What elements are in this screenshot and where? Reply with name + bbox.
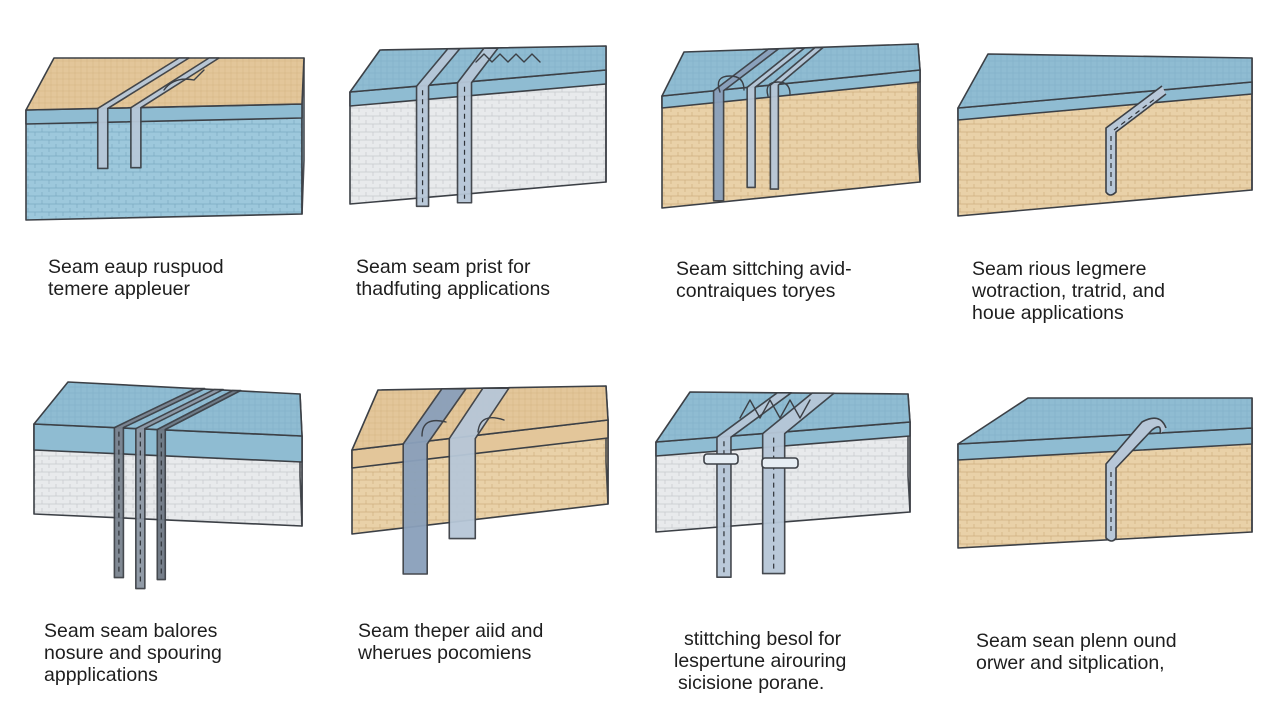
zigzag-stitch bbox=[475, 53, 541, 63]
caption-3-line-2: contraiques toryes bbox=[676, 280, 836, 302]
caption-2-line-1: Seam seam prist for bbox=[356, 256, 531, 278]
seam-hook bbox=[717, 75, 745, 93]
seam-strap-left bbox=[96, 57, 190, 170]
block-illustration-6 bbox=[351, 385, 609, 575]
seam-strap-right bbox=[769, 46, 824, 190]
seam-loop-strap bbox=[1105, 85, 1167, 196]
caption-8-line-1: Seam sean plenn ound bbox=[976, 630, 1177, 652]
seam-clip bbox=[761, 457, 799, 469]
caption-5-line-3: appplications bbox=[44, 664, 158, 686]
block-illustration-1 bbox=[25, 57, 305, 221]
caption-7-line-3: sicisione porane. bbox=[678, 672, 825, 694]
caption-3-line-1: Seam sittching avid- bbox=[676, 258, 852, 280]
block-illustration-5 bbox=[33, 381, 303, 590]
caption-2-line-2: thadfuting applications bbox=[356, 278, 551, 300]
caption-6: Seam theper aiid and wherues pocomiens bbox=[358, 620, 543, 664]
caption-5: Seam seam balores nosure and spouring ap… bbox=[44, 620, 222, 686]
zigzag-stitch bbox=[739, 399, 811, 419]
caption-7-line-1: stittching besol for bbox=[684, 628, 842, 650]
seam-strap-right bbox=[761, 392, 835, 575]
caption-1: Seam eaup ruspuod temere appleuer bbox=[48, 256, 224, 300]
seam-strap-3 bbox=[156, 389, 242, 581]
panel-8: Seam sean plenn ound orwer and sitplicat… bbox=[956, 372, 1256, 702]
seam-strap-right bbox=[130, 57, 220, 169]
caption-6-line-1: Seam theper aiid and bbox=[358, 620, 544, 642]
caption-4-line-3: houe applications bbox=[972, 302, 1124, 324]
panel-4: Seam rious legmere wotraction, tratrid, … bbox=[956, 40, 1256, 340]
block-illustration-8 bbox=[957, 397, 1253, 549]
seam-strap-1 bbox=[113, 387, 206, 579]
seam-strap-2 bbox=[135, 388, 224, 590]
block-illustration-2 bbox=[349, 45, 607, 208]
caption-7-line-2: lespertune airouring bbox=[674, 650, 847, 672]
caption-5-line-2: nosure and spouring bbox=[44, 642, 222, 664]
block-top-face bbox=[957, 397, 1253, 445]
panel-6: Seam theper aiid and wherues pocomiens bbox=[348, 372, 638, 702]
seam-strap-right bbox=[448, 387, 510, 540]
caption-4: Seam rious legmere wotraction, tratrid, … bbox=[972, 258, 1165, 324]
block-top-face bbox=[25, 57, 305, 111]
caption-8-line-2: orwer and sitplication, bbox=[976, 652, 1165, 674]
block-illustration-7 bbox=[655, 391, 911, 578]
caption-5-line-1: Seam seam balores bbox=[44, 620, 218, 642]
panel-5: Seam seam balores nosure and spouring ap… bbox=[24, 372, 314, 702]
seam-hook bbox=[766, 81, 791, 97]
caption-3: Seam sittching avid- contraiques toryes bbox=[676, 258, 852, 302]
seam-clip bbox=[703, 453, 739, 465]
seam-hook-strap bbox=[1105, 417, 1167, 542]
caption-8: Seam sean plenn ound orwer and sitplicat… bbox=[976, 630, 1177, 674]
panel-1: Seam eaup ruspuod temere appleuer bbox=[24, 40, 314, 340]
seam-fold bbox=[421, 417, 505, 437]
caption-1-line-1: Seam eaup ruspuod bbox=[48, 256, 224, 278]
caption-4-line-2: wotraction, tratrid, and bbox=[972, 280, 1165, 302]
seam-strap-middle bbox=[746, 47, 806, 189]
seam-strap-left bbox=[415, 48, 461, 208]
seam-strap-left bbox=[712, 48, 780, 202]
caption-2: Seam seam prist for thadfuting applicati… bbox=[356, 256, 550, 300]
seam-strap-right bbox=[456, 47, 499, 204]
caption-7: stittching besol for lespertune airourin… bbox=[674, 628, 846, 694]
block-illustration-3 bbox=[661, 43, 921, 209]
caption-4-line-1: Seam rious legmere bbox=[972, 258, 1147, 280]
block-illustration-4 bbox=[957, 53, 1253, 217]
panel-7: stittching besol for lespertune airourin… bbox=[654, 372, 944, 702]
panel-3: Seam sittching avid- contraiques toryes bbox=[660, 40, 950, 340]
panel-2: Seam seam prist for thadfuting applicati… bbox=[348, 40, 638, 340]
block-top-face bbox=[957, 53, 1253, 109]
seam-fold bbox=[163, 69, 205, 91]
caption-6-line-2: wherues pocomiens bbox=[358, 642, 532, 664]
caption-1-line-2: temere appleuer bbox=[48, 278, 191, 300]
seam-strap-left bbox=[402, 388, 467, 575]
